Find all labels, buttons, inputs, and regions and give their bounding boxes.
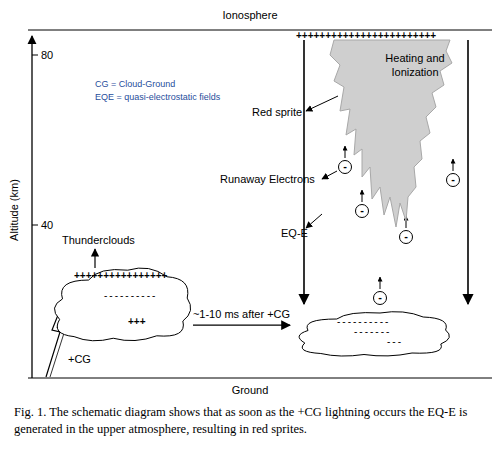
leader-arrow bbox=[306, 214, 322, 228]
field-arrow bbox=[467, 40, 469, 304]
field-arrow bbox=[303, 40, 305, 304]
figure-caption: Fig. 1. The schematic diagram shows that… bbox=[14, 404, 486, 438]
charge-sign: - bbox=[400, 231, 412, 242]
charge-sign: - bbox=[447, 174, 459, 185]
red-sprite: Heating and Ionization bbox=[322, 37, 462, 237]
axis-tick bbox=[32, 55, 38, 56]
cloud-outline bbox=[299, 312, 449, 356]
thundercloud: ++++++++++++++++ ---------- +++ bbox=[48, 262, 193, 344]
motion-arrow bbox=[362, 190, 363, 202]
electron-circle: - bbox=[373, 291, 387, 305]
axis-title: Altitude (km) bbox=[7, 160, 21, 260]
charge-sign: - bbox=[374, 292, 386, 303]
altitude-axis bbox=[31, 36, 32, 378]
region-label: Heating and Ionization bbox=[380, 51, 450, 79]
charge-signs: ---------- bbox=[337, 315, 447, 328]
electron-circle: - bbox=[338, 160, 352, 174]
charge-signs: +++ bbox=[128, 315, 168, 328]
key-note: EQE = quasi-electrostatic fields bbox=[95, 92, 295, 103]
time-arrow bbox=[193, 324, 290, 325]
motion-arrow bbox=[380, 277, 381, 289]
leader-arrow bbox=[322, 171, 337, 179]
axis-tick bbox=[32, 225, 38, 226]
key-note: CG = Cloud-Ground bbox=[95, 79, 255, 90]
cloud-outline bbox=[54, 268, 190, 341]
charge-signs: ---------- bbox=[104, 289, 184, 302]
electron-circle: - bbox=[399, 230, 413, 244]
ground-line bbox=[28, 378, 492, 379]
layer-name: Ground bbox=[215, 383, 285, 397]
leader-arrow bbox=[94, 249, 95, 268]
axis-value: 40 bbox=[41, 218, 65, 232]
charge-signs: ++++++++++++++++ bbox=[74, 269, 184, 282]
edge-label: ~1-10 ms after +CG bbox=[182, 307, 302, 321]
charge-signs: --- bbox=[387, 335, 437, 348]
thundercloud: -------------------- bbox=[292, 308, 452, 358]
part-name: Runaway Electrons bbox=[220, 172, 324, 186]
part-name: Red sprite bbox=[252, 105, 312, 119]
electron-circle: - bbox=[446, 173, 460, 187]
layer-name: Ionosphere bbox=[200, 8, 300, 22]
charge-signs: ++++++++++++++++++++++++ bbox=[296, 29, 466, 42]
leader-arrow bbox=[306, 96, 338, 111]
part-name: Thunderclouds bbox=[62, 233, 152, 247]
part-name: EQ-E bbox=[281, 226, 317, 240]
motion-arrow bbox=[453, 159, 454, 171]
electron-circle: - bbox=[355, 204, 369, 218]
motion-arrow bbox=[345, 146, 346, 158]
part-name: +CG bbox=[68, 352, 102, 366]
sprite-shape bbox=[330, 40, 452, 227]
charge-sign: - bbox=[339, 161, 351, 172]
axis-value: 80 bbox=[41, 48, 65, 62]
charge-sign: - bbox=[356, 205, 368, 216]
